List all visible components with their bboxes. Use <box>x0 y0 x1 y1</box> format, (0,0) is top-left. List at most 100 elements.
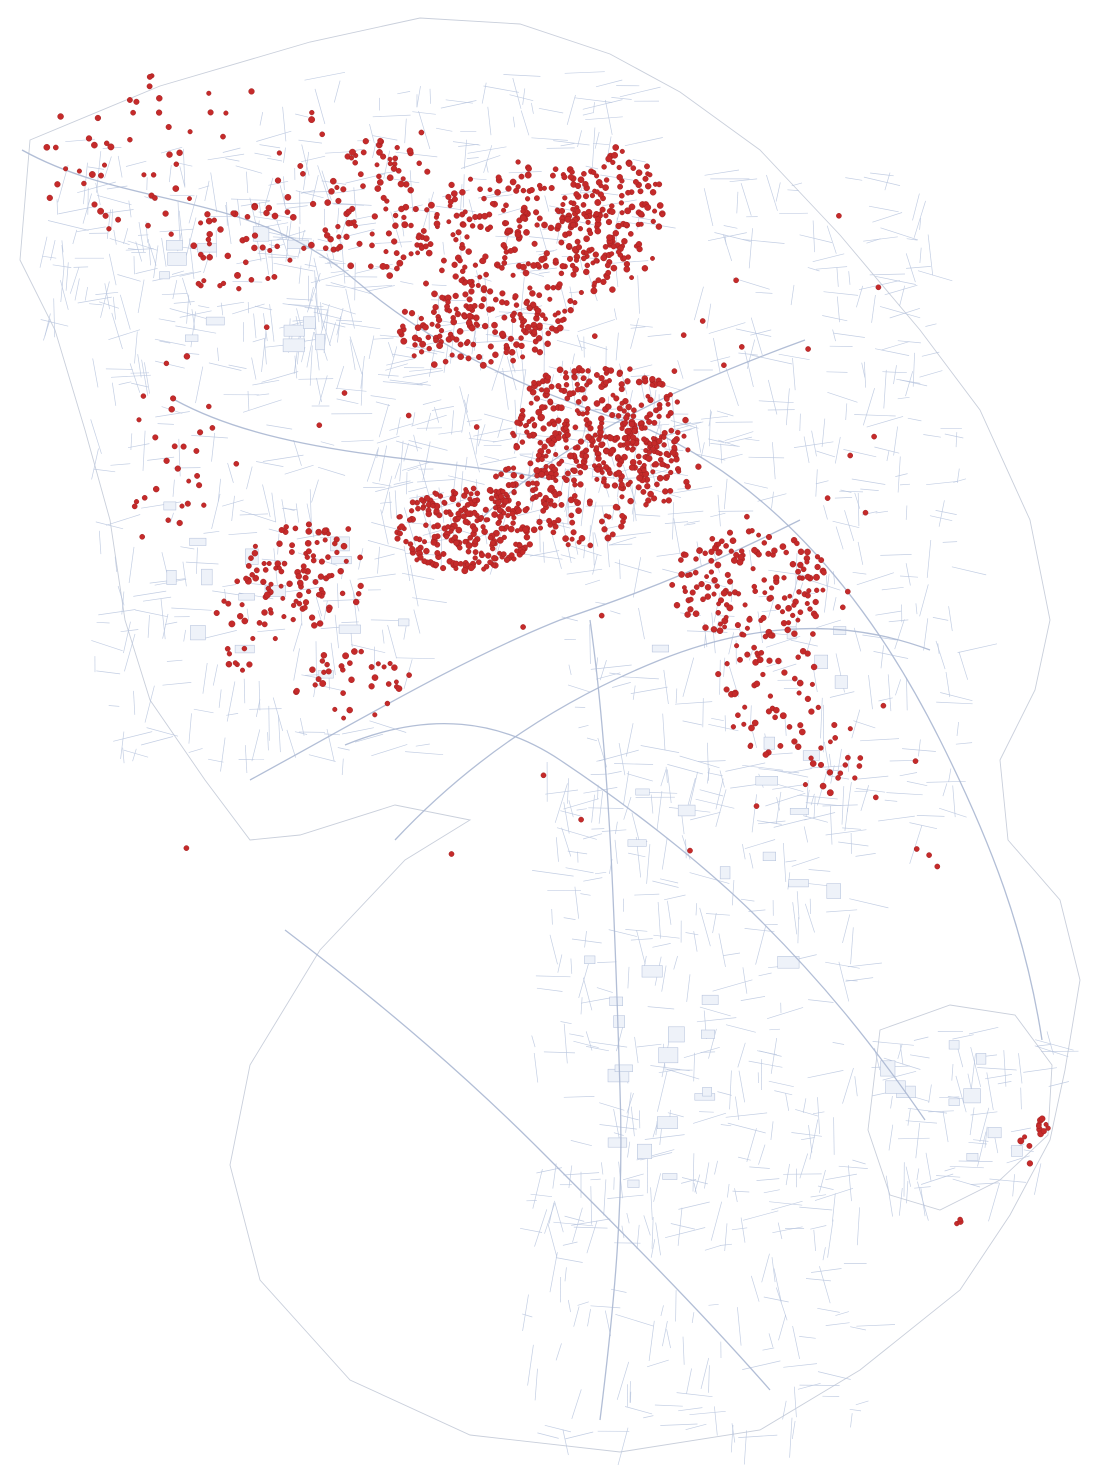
west-diagonal-band-marker <box>525 480 532 487</box>
street-segment <box>686 1368 692 1394</box>
street-segment <box>768 569 807 576</box>
west-diagonal-band-marker <box>431 524 437 530</box>
north-west-scatter-marker <box>163 457 170 464</box>
south-west-cluster-marker <box>339 590 346 597</box>
central-waterfront-marker <box>656 405 663 411</box>
city-block <box>777 956 800 969</box>
east-corridor-marker <box>723 686 730 693</box>
street-segment <box>834 497 853 499</box>
east-corridor-marker <box>714 583 720 589</box>
east-corridor-marker <box>857 755 864 761</box>
street-segment <box>785 1093 790 1111</box>
south-west-cluster-marker <box>371 674 379 681</box>
street-segment <box>580 893 591 896</box>
city-block <box>987 1127 1002 1139</box>
north-west-scatter-marker <box>152 485 160 493</box>
city-block <box>609 996 623 1006</box>
north-central-core-marker <box>347 262 355 270</box>
street-segment <box>121 591 125 615</box>
north-central-core-marker <box>335 197 342 204</box>
street-segment <box>304 307 330 311</box>
central-waterfront-marker <box>574 381 580 388</box>
street-segment <box>227 462 234 483</box>
east-corridor-marker <box>708 557 715 564</box>
east-corridor-marker <box>787 593 793 599</box>
central-waterfront-marker <box>665 473 671 479</box>
street-segment <box>531 1035 536 1048</box>
street-segment <box>256 393 270 396</box>
street-segment <box>283 147 286 163</box>
street-segment <box>714 1160 718 1175</box>
north-central-core-marker <box>525 261 531 267</box>
street-segment <box>861 362 866 378</box>
street-segment <box>856 285 864 308</box>
street-segment <box>609 536 637 546</box>
north-central-core-marker <box>457 341 464 348</box>
west-diagonal-band-marker <box>455 526 463 534</box>
central-waterfront-marker <box>539 456 545 463</box>
street-segment <box>461 394 469 433</box>
central-waterfront-marker <box>629 439 636 445</box>
street-segment <box>582 977 593 1011</box>
south-west-cluster-marker <box>375 661 381 667</box>
street-segment <box>816 450 836 458</box>
city-block <box>814 654 828 669</box>
street-segment <box>827 391 858 403</box>
street-segment <box>555 837 559 862</box>
street-segment <box>738 1156 751 1161</box>
east-corridor-marker <box>755 551 762 558</box>
street-segment <box>179 310 212 318</box>
street-segment <box>783 1363 818 1368</box>
street-segment <box>113 731 153 742</box>
south-west-cluster-marker <box>272 636 278 642</box>
east-corridor-marker <box>741 721 747 727</box>
north-central-core-marker <box>466 279 473 285</box>
scattered-marker <box>520 624 526 630</box>
west-diagonal-band-marker <box>418 497 425 503</box>
street-segment <box>631 812 641 844</box>
west-diagonal-band-marker <box>491 554 498 562</box>
street-segment <box>734 1188 738 1203</box>
street-segment <box>708 322 746 334</box>
street-segment <box>295 113 309 118</box>
south-west-cluster-marker <box>262 567 269 573</box>
street-segment <box>757 611 763 644</box>
street-segment <box>130 433 133 451</box>
north-central-core-marker <box>475 282 481 289</box>
north-central-core-marker <box>559 219 565 225</box>
north-central-core-marker <box>433 337 439 344</box>
street-segment <box>191 309 196 330</box>
street-segment <box>266 424 293 430</box>
street-segment <box>712 912 717 934</box>
street-segment <box>394 490 398 517</box>
north-central-core-marker <box>499 265 505 271</box>
east-corridor-marker <box>744 625 750 631</box>
north-central-core-marker <box>376 179 384 186</box>
west-diagonal-band-marker <box>533 467 541 474</box>
west-diagonal-band-marker <box>540 507 547 514</box>
north-west-scatter-marker <box>46 194 53 202</box>
east-corridor-marker <box>761 577 767 583</box>
north-west-scatter-marker <box>224 252 232 260</box>
street-segment <box>408 440 448 451</box>
north-west-scatter-marker <box>217 226 224 233</box>
street-segment <box>881 341 910 351</box>
street-segment <box>236 257 266 265</box>
west-diagonal-band-marker <box>445 524 451 530</box>
street-segment <box>52 264 72 268</box>
street-segment <box>932 617 949 621</box>
street-segment <box>587 1308 591 1327</box>
street-segment <box>897 456 901 493</box>
street-segment <box>626 1092 634 1114</box>
street-segment <box>729 1070 732 1110</box>
west-diagonal-band-marker <box>508 552 515 559</box>
city-block <box>701 994 719 1005</box>
west-diagonal-band-marker <box>443 509 449 515</box>
east-corridor-marker <box>708 569 715 575</box>
north-central-core-marker <box>480 285 488 292</box>
street-segment <box>530 1193 553 1198</box>
street-segment <box>544 1202 556 1234</box>
north-central-core-marker <box>352 159 359 166</box>
street-segment <box>807 267 820 272</box>
